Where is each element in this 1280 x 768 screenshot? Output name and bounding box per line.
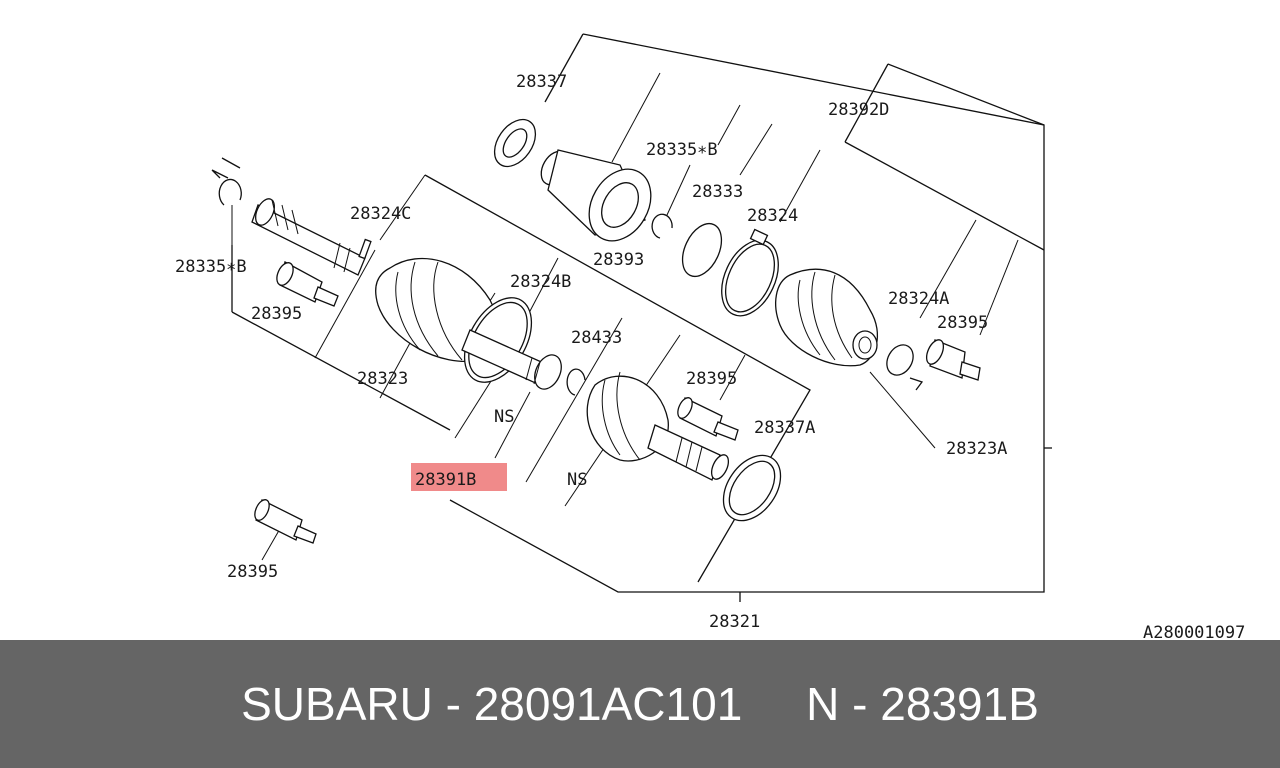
label-28395-right[interactable]: 28395	[937, 313, 988, 333]
footer-text: SUBARU - 28091AC101 N - 28391B	[241, 678, 1039, 730]
label-28335B-top[interactable]: 28335∗B	[646, 140, 718, 160]
highlight-box	[411, 463, 507, 491]
part-28395-bottom	[254, 499, 317, 544]
label-28323[interactable]: 28323	[357, 369, 408, 389]
part-28335B-clip-top	[651, 213, 673, 239]
part-28324-band	[721, 228, 779, 317]
label-28392D[interactable]: 28392D	[828, 100, 889, 120]
part-inner-shaft	[461, 329, 562, 390]
part-28333-ring	[681, 222, 723, 278]
label-28391B[interactable]: 28391B	[415, 470, 476, 490]
label-28337A[interactable]: 28337A	[754, 418, 815, 438]
label-28324C[interactable]: 28324C	[350, 204, 411, 224]
label-ns-1: NS	[494, 407, 514, 427]
label-28335B-left[interactable]: 28335∗B	[175, 257, 247, 277]
part-28323A-boot	[775, 268, 879, 367]
label-ns-2: NS	[567, 470, 587, 490]
label-28395-bottom[interactable]: 28395	[227, 562, 278, 582]
label-28393[interactable]: 28393	[593, 250, 644, 270]
label-28395-left[interactable]: 28395	[251, 304, 302, 324]
part-28337-ring	[493, 118, 537, 168]
label-28323A[interactable]: 28323A	[946, 439, 1007, 459]
label-28324B[interactable]: 28324B	[510, 272, 571, 292]
part-28433-clip	[566, 368, 586, 396]
part-shaft	[251, 198, 372, 276]
assembly-frames	[231, 33, 1052, 602]
label-28395-mid[interactable]: 28395	[686, 369, 737, 389]
part-28395-right	[925, 339, 981, 381]
part-28337A-ring	[722, 454, 782, 522]
diagram-code: A280001097	[1143, 623, 1245, 640]
leader-lines	[231, 72, 1019, 561]
label-28321[interactable]: 28321	[709, 612, 760, 632]
label-28337[interactable]: 28337	[516, 72, 567, 92]
part-28335B-clip-left	[211, 157, 242, 206]
label-28324[interactable]: 28324	[747, 206, 798, 226]
part-28395-mid	[677, 397, 739, 441]
part-28395-left	[276, 261, 339, 307]
part-labels: 28337 28392D 28335∗B 28333 28324 28324C …	[175, 72, 1245, 640]
part-outer-joint-top	[540, 149, 652, 242]
part-28324A-clip	[886, 344, 924, 391]
label-28324A[interactable]: 28324A	[888, 289, 949, 309]
part-outer-joint-bottom	[586, 371, 730, 481]
label-28333[interactable]: 28333	[692, 182, 743, 202]
label-28433[interactable]: 28433	[571, 328, 622, 348]
footer-banner: SUBARU - 28091AC101 N - 28391B	[0, 640, 1280, 768]
parts-diagram: 28337 28392D 28335∗B 28333 28324 28324C …	[175, 33, 1245, 640]
